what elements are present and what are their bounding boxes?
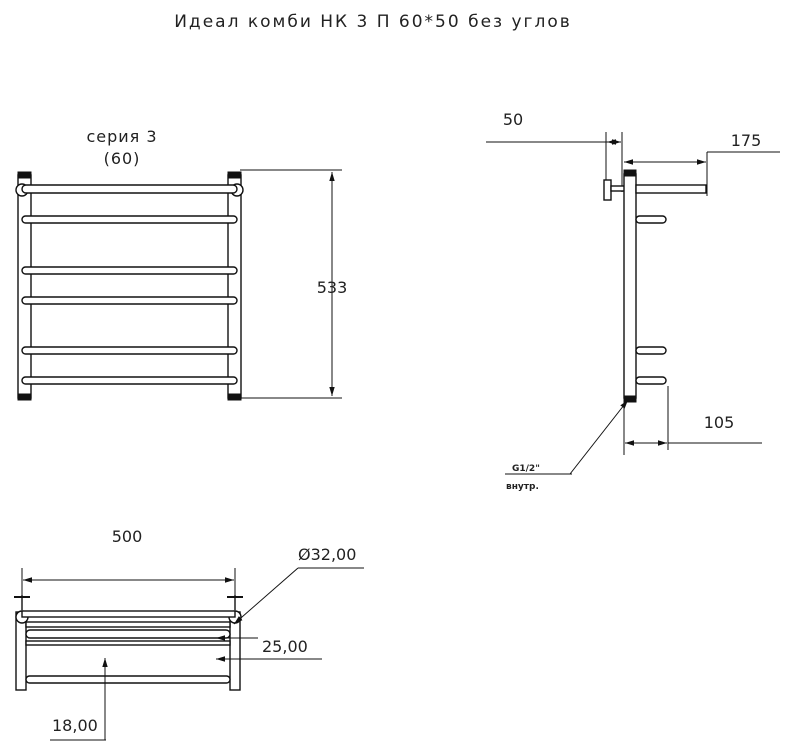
depth-dimension: 50 (503, 110, 523, 129)
side-upright (623, 173, 637, 399)
top-bar (21, 610, 236, 618)
projection-dimension: 175 (731, 131, 762, 150)
wall-mount (603, 179, 612, 201)
left-upright (17, 174, 32, 399)
rung (21, 266, 238, 275)
bar-spacing-dimension: 25,00 (262, 637, 308, 656)
shelf-projection (635, 184, 707, 194)
top-shelf-bar (21, 184, 238, 194)
series-label: серия 3 (86, 127, 157, 146)
thread-label: G1/2" (512, 464, 540, 474)
offset-dimension: 18,00 (52, 716, 98, 735)
top-frame-left (15, 611, 27, 691)
width-dimension: 500 (112, 527, 143, 546)
right-upright (227, 174, 242, 399)
top-view: 500 Ø32,00 25,00 18,00 (14, 527, 364, 741)
rung (21, 215, 238, 224)
rung (21, 376, 238, 385)
lower-dimension: 105 (704, 413, 735, 432)
drawing-title: Идеал комби НК 3 П 60*50 без углов (174, 12, 572, 32)
side-view: 50 175 105 G1/2" внутр. (486, 110, 780, 492)
shelf-tray (25, 629, 231, 639)
series-size-label: (60) (104, 149, 141, 168)
rung (21, 296, 238, 305)
front-view: серия 3 (60) 533 (15, 127, 348, 401)
thread-note: внутр. (506, 482, 539, 492)
height-dimension: 533 (317, 278, 348, 297)
diameter-dimension: Ø32,00 (298, 545, 356, 564)
bottom-rung (25, 675, 231, 684)
rung (21, 346, 238, 355)
